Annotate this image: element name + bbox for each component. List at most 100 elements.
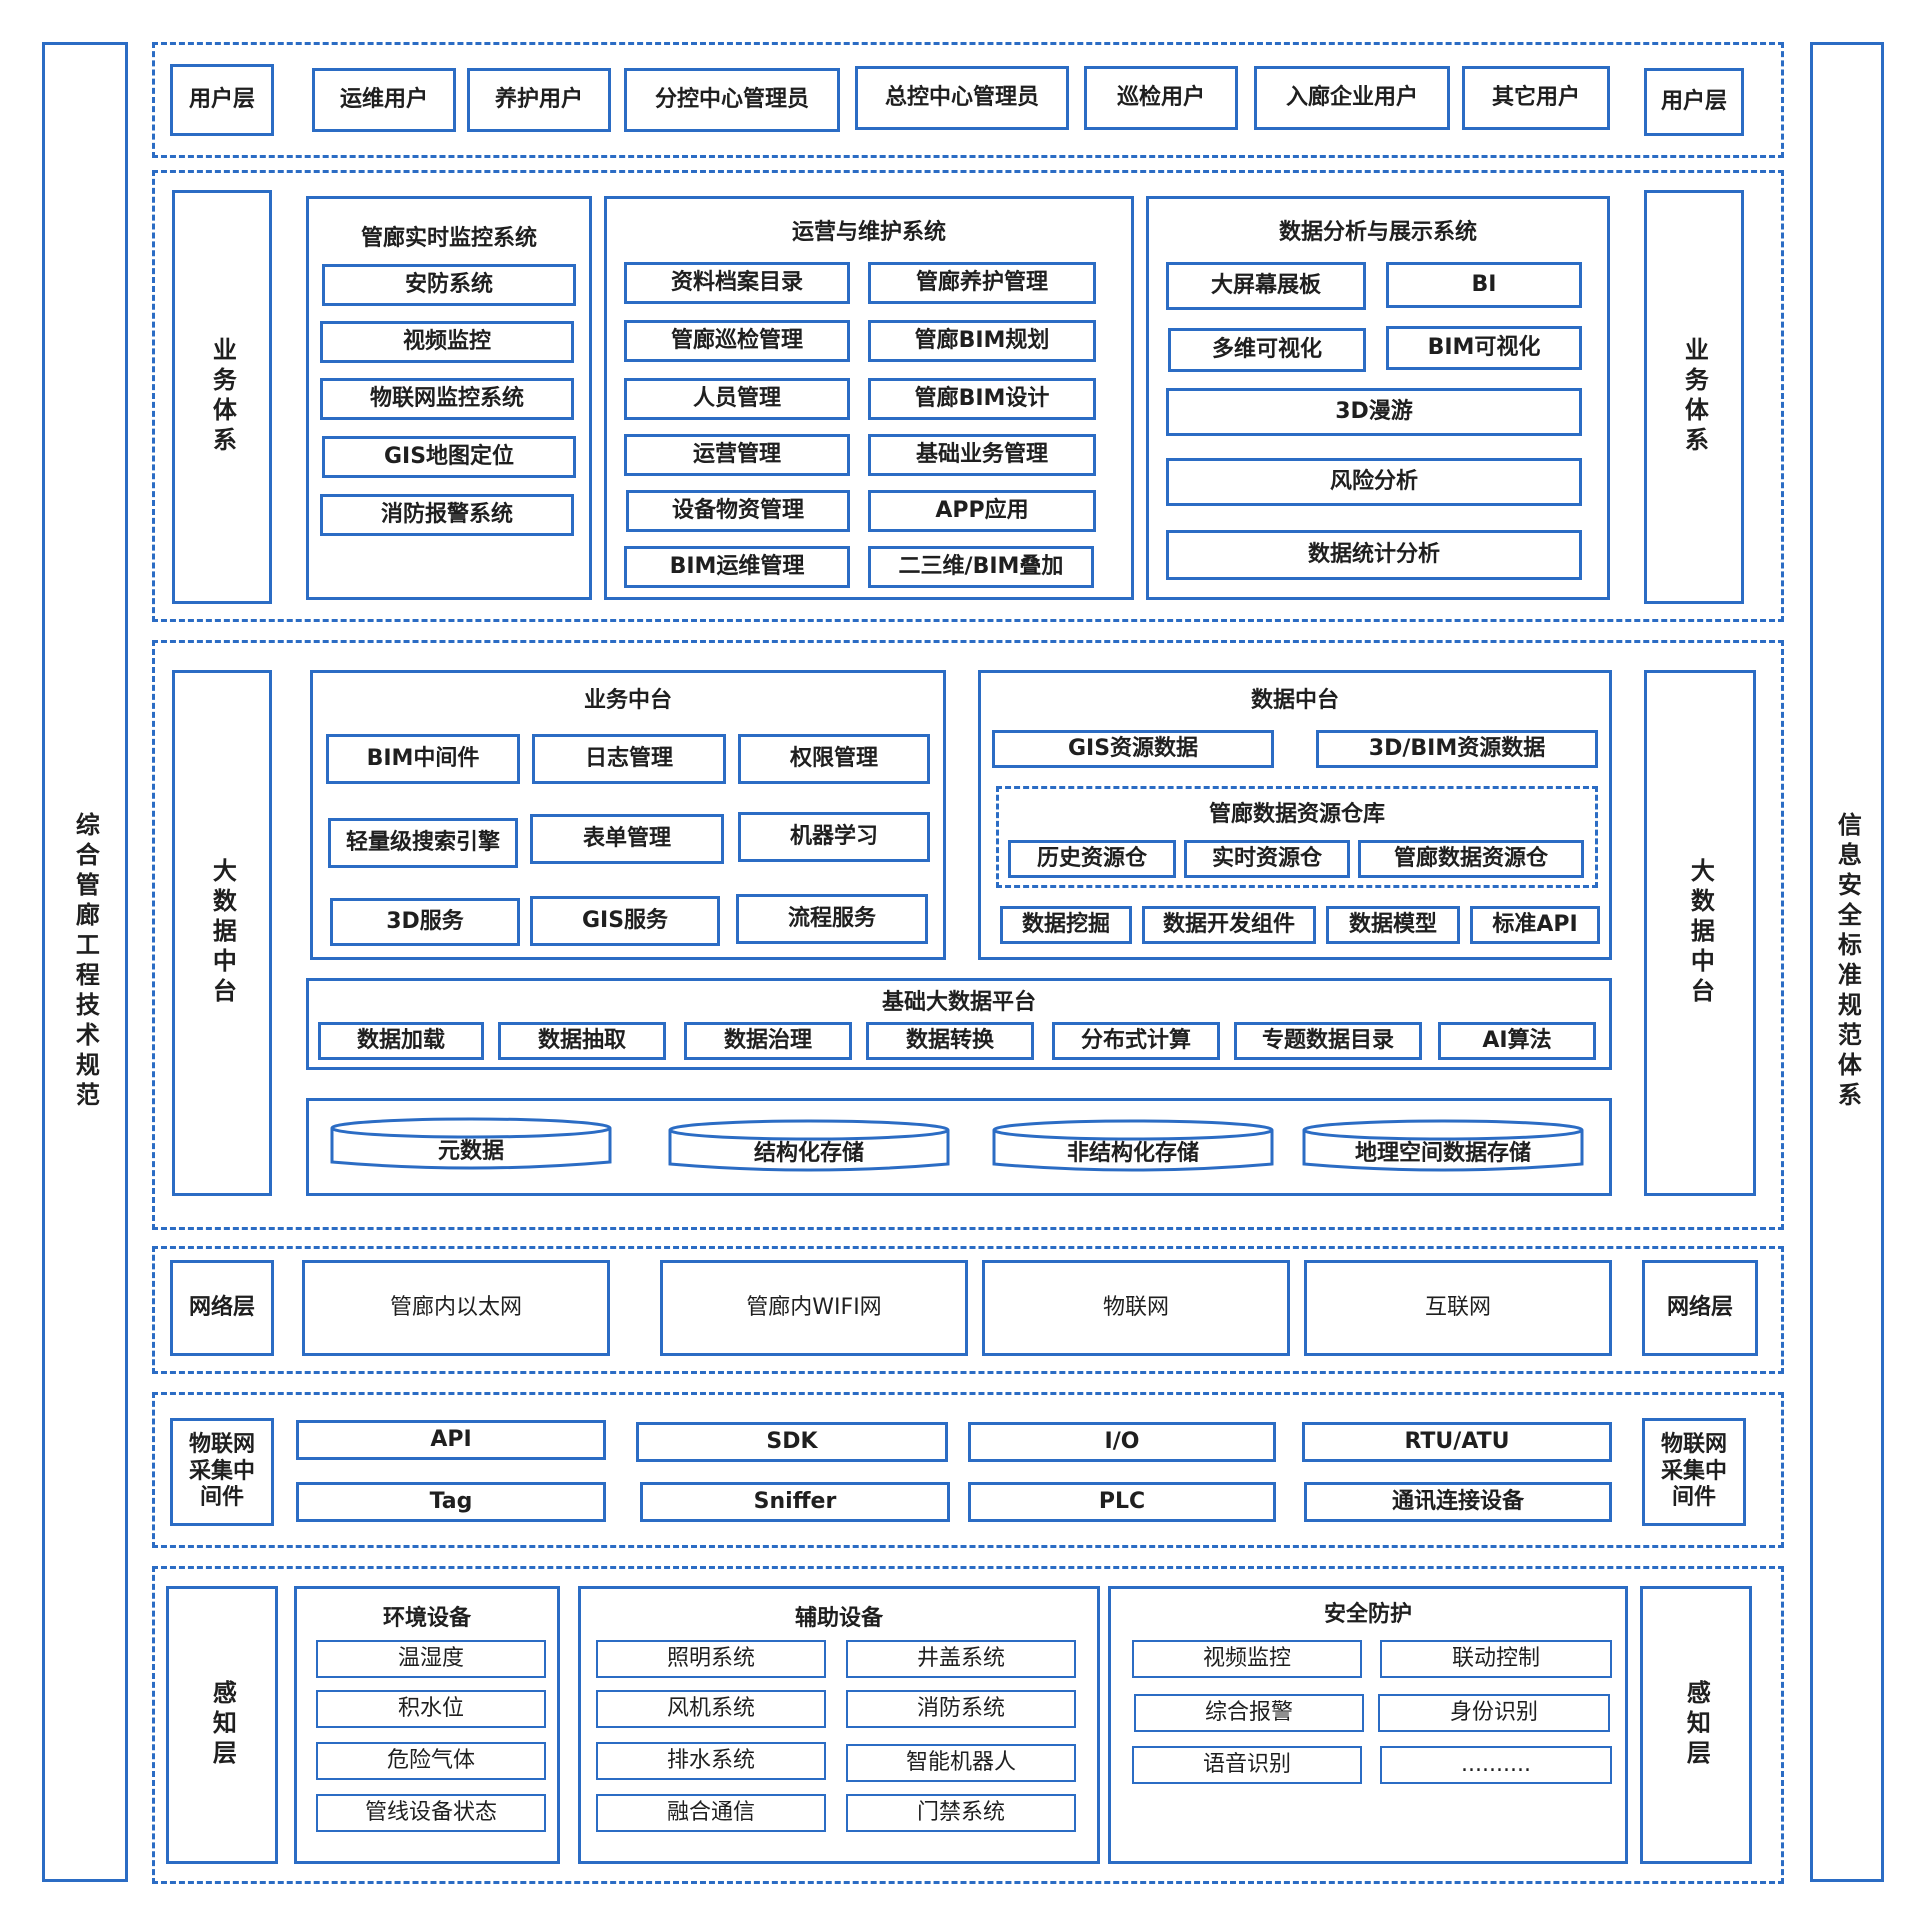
- security-item: 综合报警: [1134, 1694, 1364, 1732]
- iot-layer-frame: [152, 1392, 1784, 1548]
- ops-item: 运营管理: [624, 434, 850, 476]
- ops-item: 设备物资管理: [626, 490, 850, 532]
- biz-center-item: 流程服务: [736, 894, 928, 944]
- ops-system-title: 运营与维护系统: [791, 220, 946, 245]
- biz-center-item: 3D服务: [330, 898, 520, 946]
- ops-item: 管廊巡检管理: [624, 320, 850, 362]
- right-spec-column: 信息安全标准规范体系: [1810, 42, 1884, 1882]
- security-item: 视频监控: [1132, 1640, 1362, 1678]
- platform-item: 专题数据目录: [1234, 1022, 1422, 1060]
- warehouse-frame: [996, 786, 1598, 888]
- biz-center-item: 机器学习: [738, 812, 930, 862]
- biz-center-item: GIS服务: [530, 896, 720, 946]
- user-item: 运维用户: [312, 68, 456, 132]
- storage-cylinder: 地理空间数据存储: [1302, 1118, 1584, 1174]
- data-center-top-item: 3D/BIM资源数据: [1316, 730, 1598, 768]
- biz-center-item: 权限管理: [738, 734, 930, 784]
- storage-cylinder: 非结构化存储: [992, 1118, 1274, 1174]
- iot-item: Sniffer: [640, 1482, 950, 1522]
- user-item: 养护用户: [467, 68, 611, 132]
- iot-item: Tag: [296, 1482, 606, 1522]
- left-spec-column: 综合管廊工程技术规范: [42, 42, 128, 1882]
- business-layer-frame: [152, 170, 1784, 622]
- iot-label-right: 物联网采集中间件: [1642, 1418, 1746, 1526]
- ops-item: 管廊BIM设计: [868, 378, 1096, 420]
- data-center-top-item: GIS资源数据: [992, 730, 1274, 768]
- env-item: 危险气体: [316, 1742, 546, 1780]
- ops-item: 人员管理: [624, 378, 850, 420]
- storage-label: 地理空间数据存储: [1354, 1141, 1531, 1166]
- aux-item: 井盖系统: [846, 1640, 1076, 1678]
- monitor-item: GIS地图定位: [322, 436, 576, 478]
- warehouse-title: 管廊数据资源仓库: [1208, 802, 1385, 827]
- storage-label: 元数据: [437, 1139, 504, 1164]
- platform-item: 数据治理: [684, 1022, 852, 1060]
- iot-item: RTU/ATU: [1302, 1422, 1612, 1462]
- warehouse-item: 历史资源仓: [1008, 840, 1176, 878]
- aux-title: 辅助设备: [794, 1606, 883, 1631]
- security-item: 身份识别: [1378, 1694, 1610, 1732]
- user-item: 其它用户: [1462, 66, 1610, 130]
- analysis-item: 风险分析: [1166, 458, 1582, 506]
- user-item: 总控中心管理员: [855, 66, 1069, 130]
- data-center-bottom-item: 数据模型: [1326, 906, 1460, 944]
- aux-item: 风机系统: [596, 1690, 826, 1728]
- data-center-bottom-item: 数据开发组件: [1142, 906, 1316, 944]
- bigdata-label-left: 大数据中台: [172, 670, 272, 1196]
- ops-item: 管廊养护管理: [868, 262, 1096, 304]
- user-layer-label-right: 用户层: [1644, 68, 1744, 136]
- storage-cylinder: 结构化存储: [668, 1118, 950, 1174]
- monitor-item: 消防报警系统: [320, 494, 574, 536]
- env-item: 温湿度: [316, 1640, 546, 1678]
- storage-label: 结构化存储: [753, 1141, 864, 1166]
- network-item: 互联网: [1304, 1260, 1612, 1356]
- analysis-system-title: 数据分析与展示系统: [1278, 220, 1477, 245]
- sensing-label-right: 感知层: [1640, 1586, 1752, 1864]
- data-center-title: 数据中台: [1250, 688, 1339, 713]
- analysis-item: 数据统计分析: [1166, 530, 1582, 580]
- data-center-bottom-item: 标准API: [1470, 906, 1600, 944]
- analysis-item: 多维可视化: [1168, 328, 1366, 372]
- data-center-bottom-item: 数据挖掘: [1000, 906, 1132, 944]
- iot-item: SDK: [636, 1422, 948, 1462]
- aux-item: 融合通信: [596, 1794, 826, 1832]
- analysis-item: BI: [1386, 262, 1582, 308]
- user-item: 分控中心管理员: [624, 68, 840, 132]
- ops-item: 资料档案目录: [624, 262, 850, 304]
- aux-item: 照明系统: [596, 1640, 826, 1678]
- security-item: 联动控制: [1380, 1640, 1612, 1678]
- aux-item: 门禁系统: [846, 1794, 1076, 1832]
- platform-item: 分布式计算: [1052, 1022, 1220, 1060]
- iot-item: API: [296, 1420, 606, 1460]
- aux-item: 智能机器人: [846, 1744, 1076, 1782]
- ops-item: 管廊BIM规划: [868, 320, 1096, 362]
- network-item: 管廊内以太网: [302, 1260, 610, 1356]
- analysis-item: 3D漫游: [1166, 388, 1582, 436]
- platform-item: 数据抽取: [498, 1022, 666, 1060]
- bigdata-layer-frame: [152, 640, 1784, 1230]
- platform-item: 数据转换: [866, 1022, 1034, 1060]
- sensing-layer-frame: [152, 1566, 1784, 1884]
- aux-item: 消防系统: [846, 1690, 1076, 1728]
- business-label-right: 业务体系: [1644, 190, 1744, 604]
- env-item: 积水位: [316, 1690, 546, 1728]
- biz-center-item: 轻量级搜索引擎: [328, 818, 518, 868]
- aux-item: 排水系统: [596, 1742, 826, 1780]
- network-label-right: 网络层: [1642, 1260, 1758, 1356]
- security-item: 语音识别: [1132, 1746, 1362, 1784]
- ops-item: 二三维/BIM叠加: [868, 546, 1094, 588]
- iot-item: PLC: [968, 1482, 1276, 1522]
- biz-center-item: 日志管理: [532, 734, 726, 784]
- biz-center-item: BIM中间件: [326, 734, 520, 784]
- network-layer-frame: [152, 1246, 1784, 1374]
- platform-item: 数据加载: [318, 1022, 484, 1060]
- bigdata-label-right: 大数据中台: [1644, 670, 1756, 1196]
- env-title: 环境设备: [382, 1606, 471, 1631]
- network-label-left: 网络层: [170, 1260, 274, 1356]
- ops-item: 基础业务管理: [868, 434, 1096, 476]
- iot-label-left: 物联网采集中间件: [170, 1418, 274, 1526]
- monitor-item: 视频监控: [320, 321, 574, 363]
- biz-center-title: 业务中台: [583, 688, 672, 713]
- analysis-item: BIM可视化: [1386, 326, 1582, 370]
- security-item: ..........: [1380, 1746, 1612, 1784]
